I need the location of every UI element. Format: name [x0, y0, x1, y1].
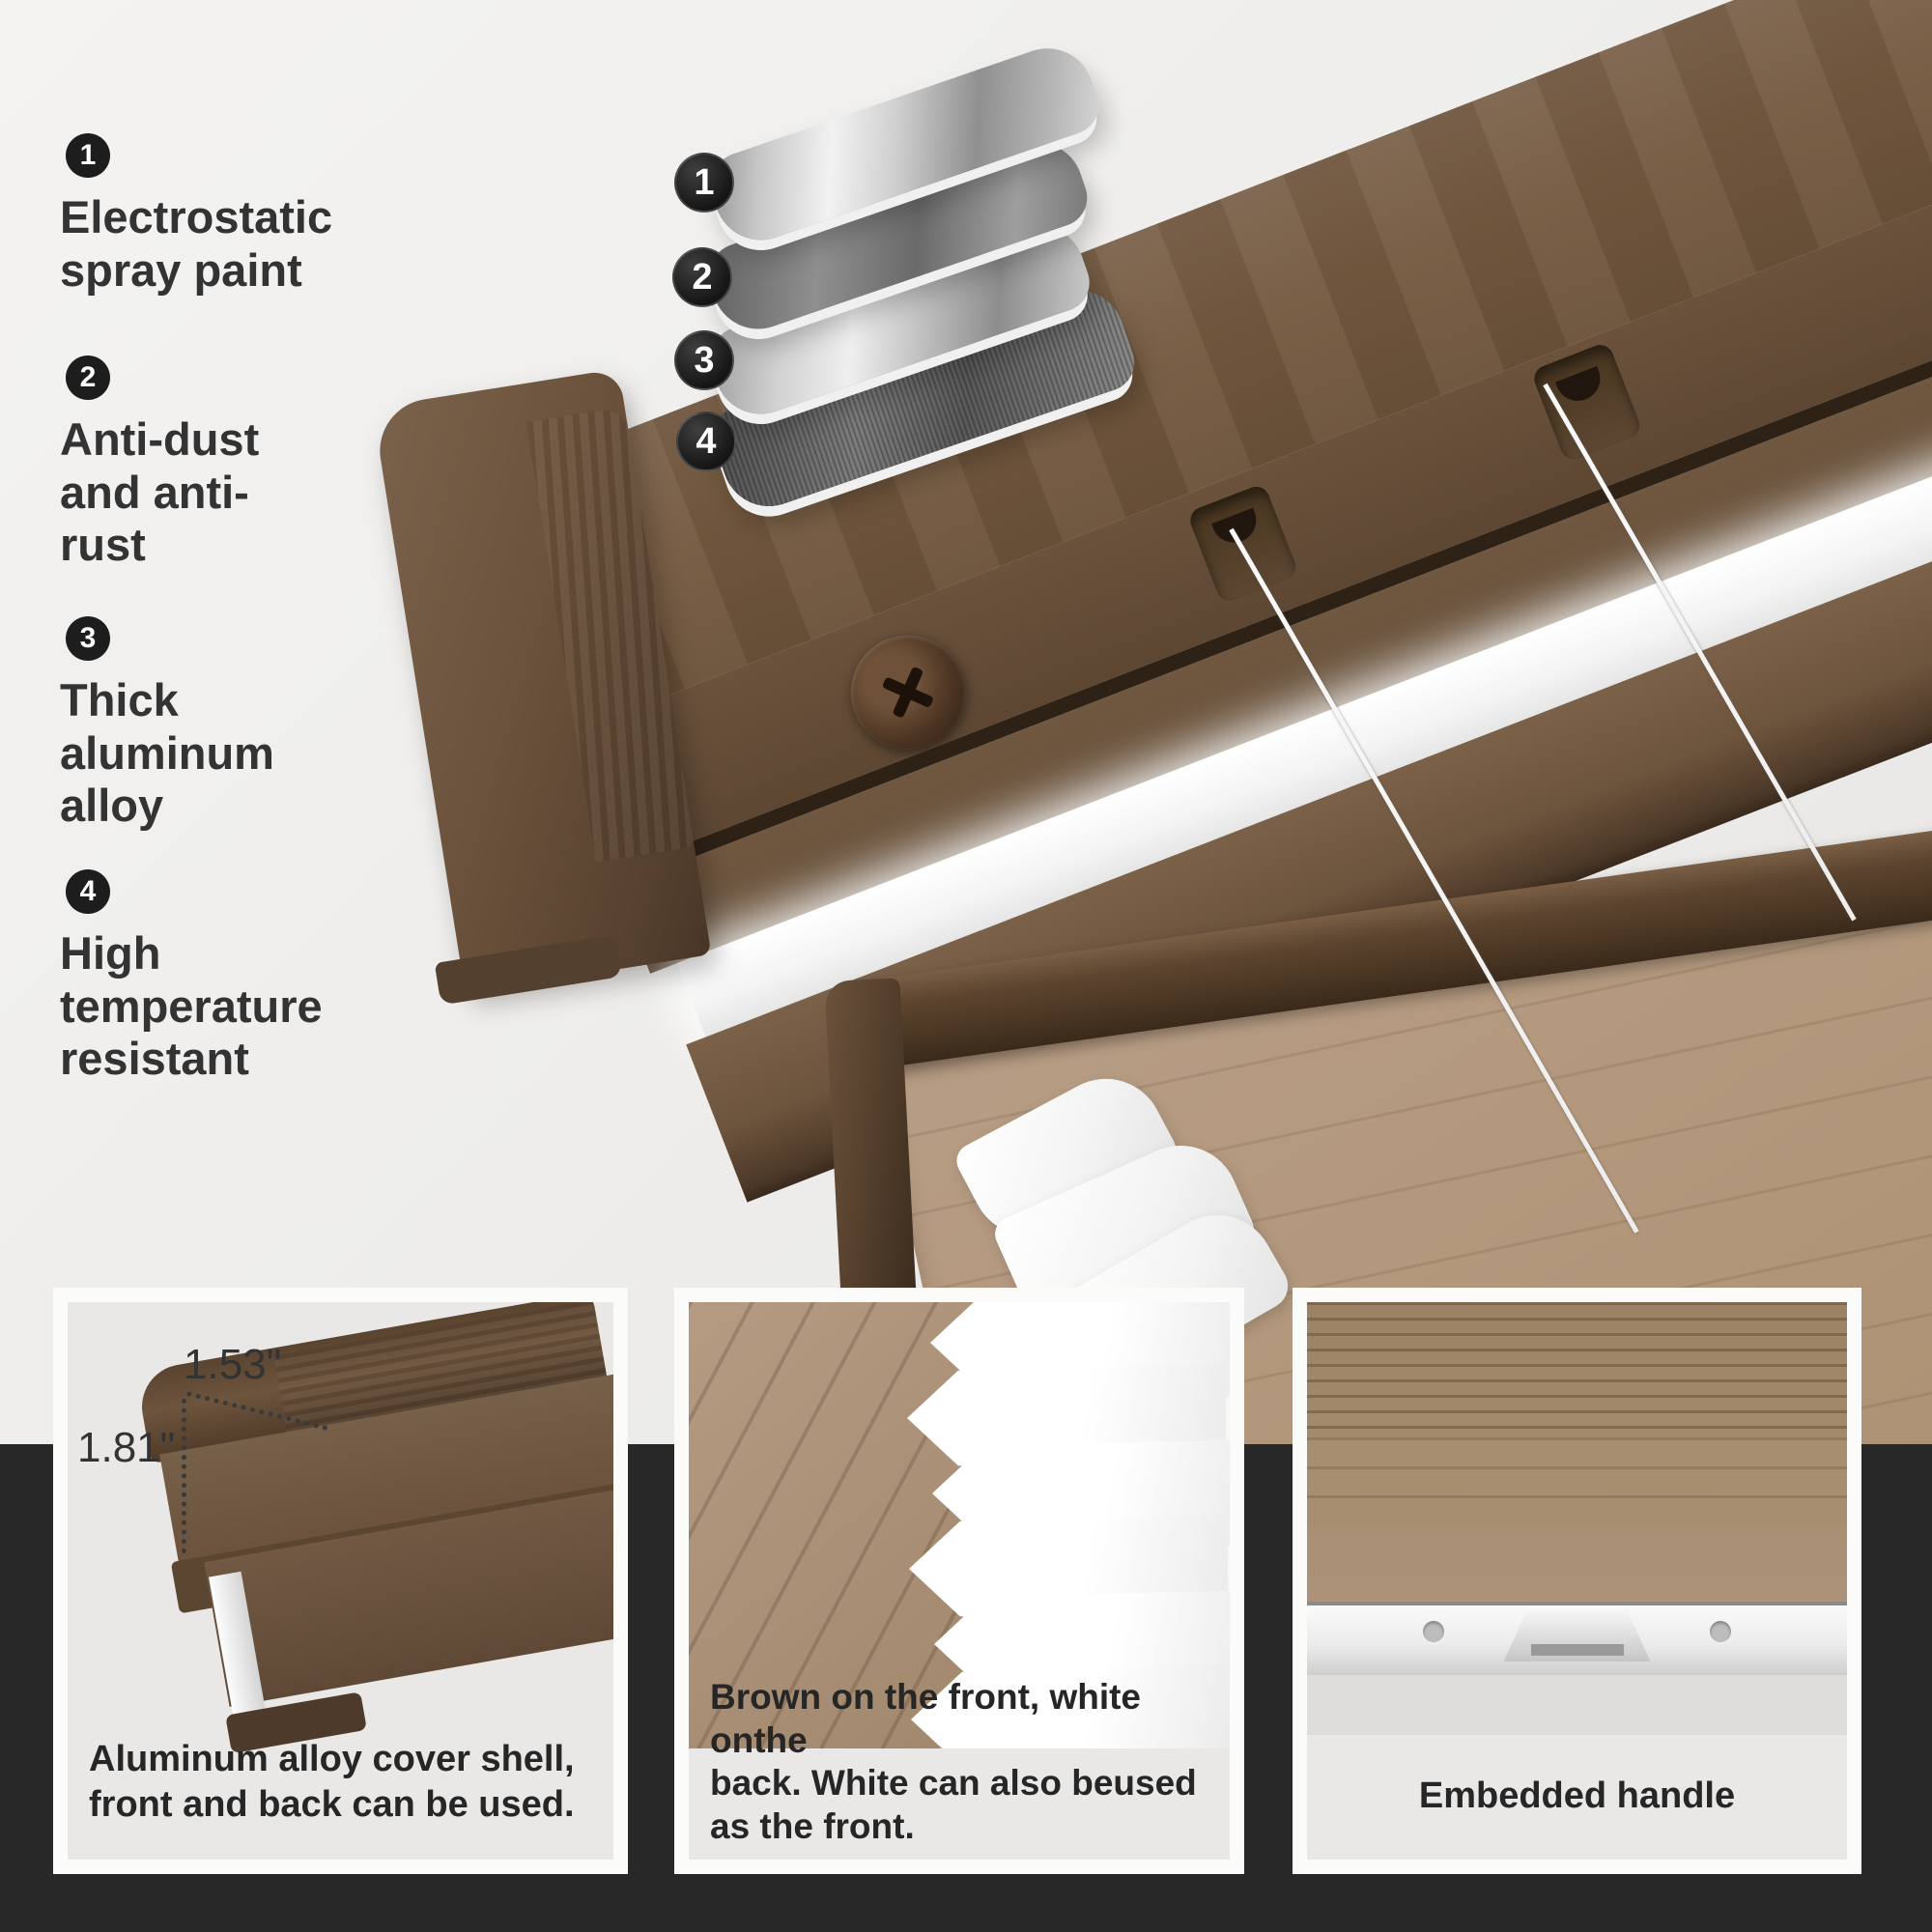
layer-badge-1: 1: [674, 153, 734, 213]
honeycomb-cell: [911, 1665, 1230, 1748]
panel-caption-cover-shell: Aluminum alloy cover shell, front and ba…: [89, 1739, 575, 1825]
layer-badge-2: 2: [672, 247, 732, 307]
cover-shell-cross-section: [68, 1302, 613, 1775]
feature-label-2: Anti-dust and anti- rust: [60, 413, 260, 571]
cord-hole: [1186, 482, 1300, 605]
cord-hole-opening: [1555, 365, 1607, 408]
handle-closeup-image: [1307, 1302, 1847, 1735]
panel-two-tone-inner: Brown on the front, white onthe back. Wh…: [689, 1302, 1230, 1860]
panel-caption-two-tone: Brown on the front, white onthe back. Wh…: [710, 1677, 1197, 1846]
feature-label-1: Electrostatic spray paint: [60, 191, 333, 296]
feature-item-1: 1 Electrostatic spray paint: [60, 133, 504, 297]
dimension-width-label: 1.53": [184, 1341, 282, 1388]
bottom-rail-closeup: [1307, 1602, 1847, 1675]
panel-cover-shell-inner: 1.53" 1.81" Aluminum alloy cover shell, …: [68, 1302, 613, 1860]
embedded-handle-grip: [1530, 1644, 1624, 1656]
pleated-fabric-dense: [1307, 1302, 1847, 1437]
pleated-fabric-flat: [1307, 1524, 1847, 1602]
panel-embedded-handle: Embedded handle: [1293, 1288, 1861, 1874]
fabric-closeup-image: [689, 1302, 1230, 1748]
dimension-height-label: 1.81": [77, 1424, 176, 1471]
cord-hole: [1530, 341, 1644, 464]
brown-front-fabric: [689, 1302, 988, 1748]
layer-badge-3: 3: [674, 330, 734, 390]
rail-screw-icon: [1710, 1621, 1731, 1642]
feature-item-3: 3 Thick aluminum alloy: [60, 616, 504, 833]
panel-embedded-handle-inner: Embedded handle: [1307, 1302, 1847, 1860]
embedded-handle-shape: [1503, 1609, 1651, 1662]
rail-shadow-strip: [1307, 1675, 1847, 1735]
feature-label-3: Thick aluminum alloy: [60, 674, 274, 832]
panel-two-tone-fabric: Brown on the front, white onthe back. Wh…: [674, 1288, 1244, 1874]
measure-line-vertical: [182, 1399, 186, 1553]
panel-cover-shell: 1.53" 1.81" Aluminum alloy cover shell, …: [53, 1288, 628, 1874]
rail-screw-icon: [1423, 1621, 1444, 1642]
feature-badge-2: 2: [66, 355, 110, 400]
feature-label-4: High temperature resistant: [60, 927, 323, 1085]
feature-badge-3: 3: [66, 616, 110, 661]
panel-caption-embedded-handle: Embedded handle: [1418, 1776, 1736, 1816]
feature-item-2: 2 Anti-dust and anti- rust: [60, 355, 504, 572]
feature-badge-4: 4: [66, 869, 110, 914]
feature-badge-1: 1: [66, 133, 110, 178]
feature-item-4: 4 High temperature resistant: [60, 869, 504, 1086]
layer-badge-4: 4: [676, 412, 736, 471]
pleated-fabric-sparse: [1307, 1437, 1847, 1524]
